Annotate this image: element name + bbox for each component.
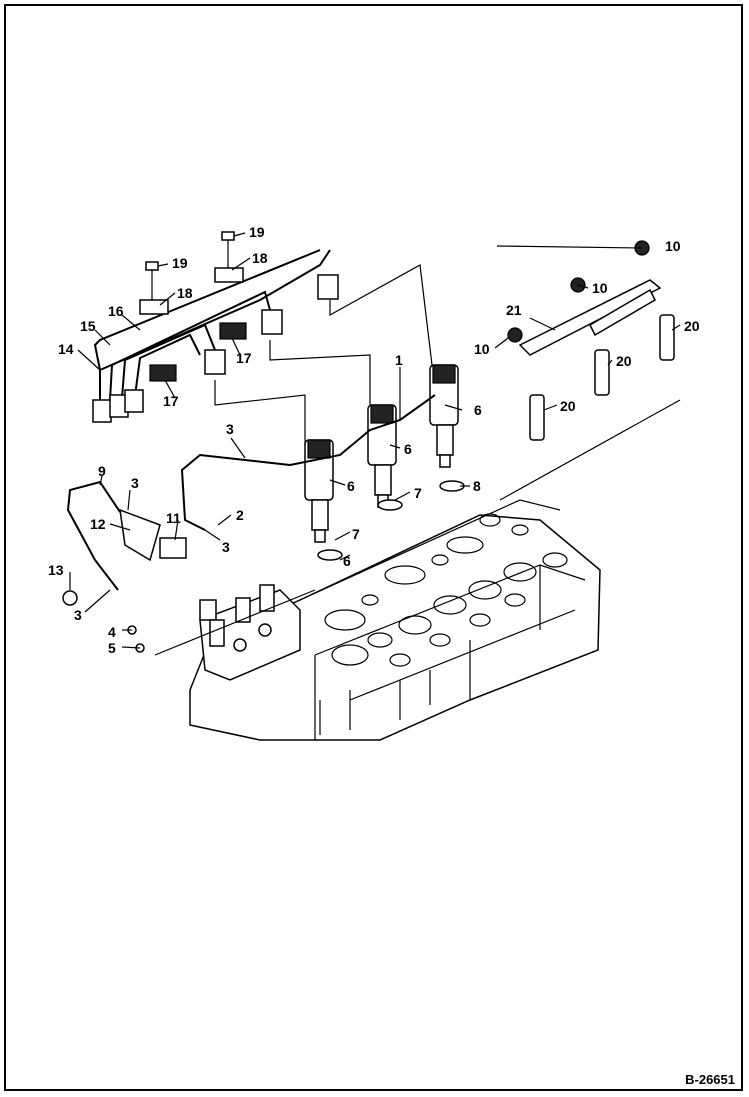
callout-18a: 18 xyxy=(177,285,193,301)
washer-7a xyxy=(317,549,343,561)
callout-7a: 7 xyxy=(352,526,360,542)
glow-plug-lead xyxy=(518,279,662,356)
callout-20c: 20 xyxy=(560,398,576,414)
callout-17a: 17 xyxy=(163,393,179,409)
leader-lines xyxy=(69,232,681,649)
callout-8: 8 xyxy=(473,478,481,494)
diagram-frame xyxy=(4,4,743,1091)
callout-19b: 19 xyxy=(249,224,265,240)
overflow-pipe xyxy=(62,480,187,653)
injector-right xyxy=(429,364,459,468)
callout-6c: 6 xyxy=(474,402,482,418)
callout-19a: 19 xyxy=(172,255,188,271)
callout-4: 4 xyxy=(108,624,116,640)
callout-labels: 1 2 3 3 3 3 4 5 6 6 6 6 7 7 8 9 10 10 10… xyxy=(48,224,700,656)
callout-3b: 3 xyxy=(131,475,139,491)
callout-3a: 3 xyxy=(226,421,234,437)
callout-6d: 6 xyxy=(343,553,351,569)
callout-21: 21 xyxy=(506,302,522,318)
leak-off-pipe xyxy=(154,264,681,656)
callout-15: 15 xyxy=(80,318,96,334)
cylinder-head xyxy=(189,499,601,741)
callout-12: 12 xyxy=(90,516,106,532)
callout-6b: 6 xyxy=(404,441,412,457)
callout-16: 16 xyxy=(108,303,124,319)
callout-20b: 20 xyxy=(616,353,632,369)
clamp-parts xyxy=(139,231,247,382)
callout-6a: 6 xyxy=(347,478,355,494)
callout-10b: 10 xyxy=(592,280,608,296)
callout-18b: 18 xyxy=(252,250,268,266)
figure-reference: B-26651 xyxy=(685,1072,735,1087)
callout-1: 1 xyxy=(395,352,403,368)
injector-left xyxy=(304,439,334,543)
callout-10c: 10 xyxy=(474,341,490,357)
washer-7b xyxy=(377,499,403,511)
callout-9: 9 xyxy=(98,463,106,479)
injector-middle xyxy=(367,404,397,508)
callout-14: 14 xyxy=(58,341,74,357)
callout-3c: 3 xyxy=(222,539,230,555)
callout-5: 5 xyxy=(108,640,116,656)
callout-13: 13 xyxy=(48,562,64,578)
callout-10a: 10 xyxy=(665,238,681,254)
injection-pipes xyxy=(92,249,339,423)
callout-20a: 20 xyxy=(684,318,700,334)
callout-17b: 17 xyxy=(236,350,252,366)
callout-3d: 3 xyxy=(74,607,82,623)
glow-plugs xyxy=(529,314,675,441)
callout-7b: 7 xyxy=(414,485,422,501)
callout-11: 11 xyxy=(166,510,181,526)
return-pipe xyxy=(180,453,291,531)
callout-2: 2 xyxy=(236,507,244,523)
